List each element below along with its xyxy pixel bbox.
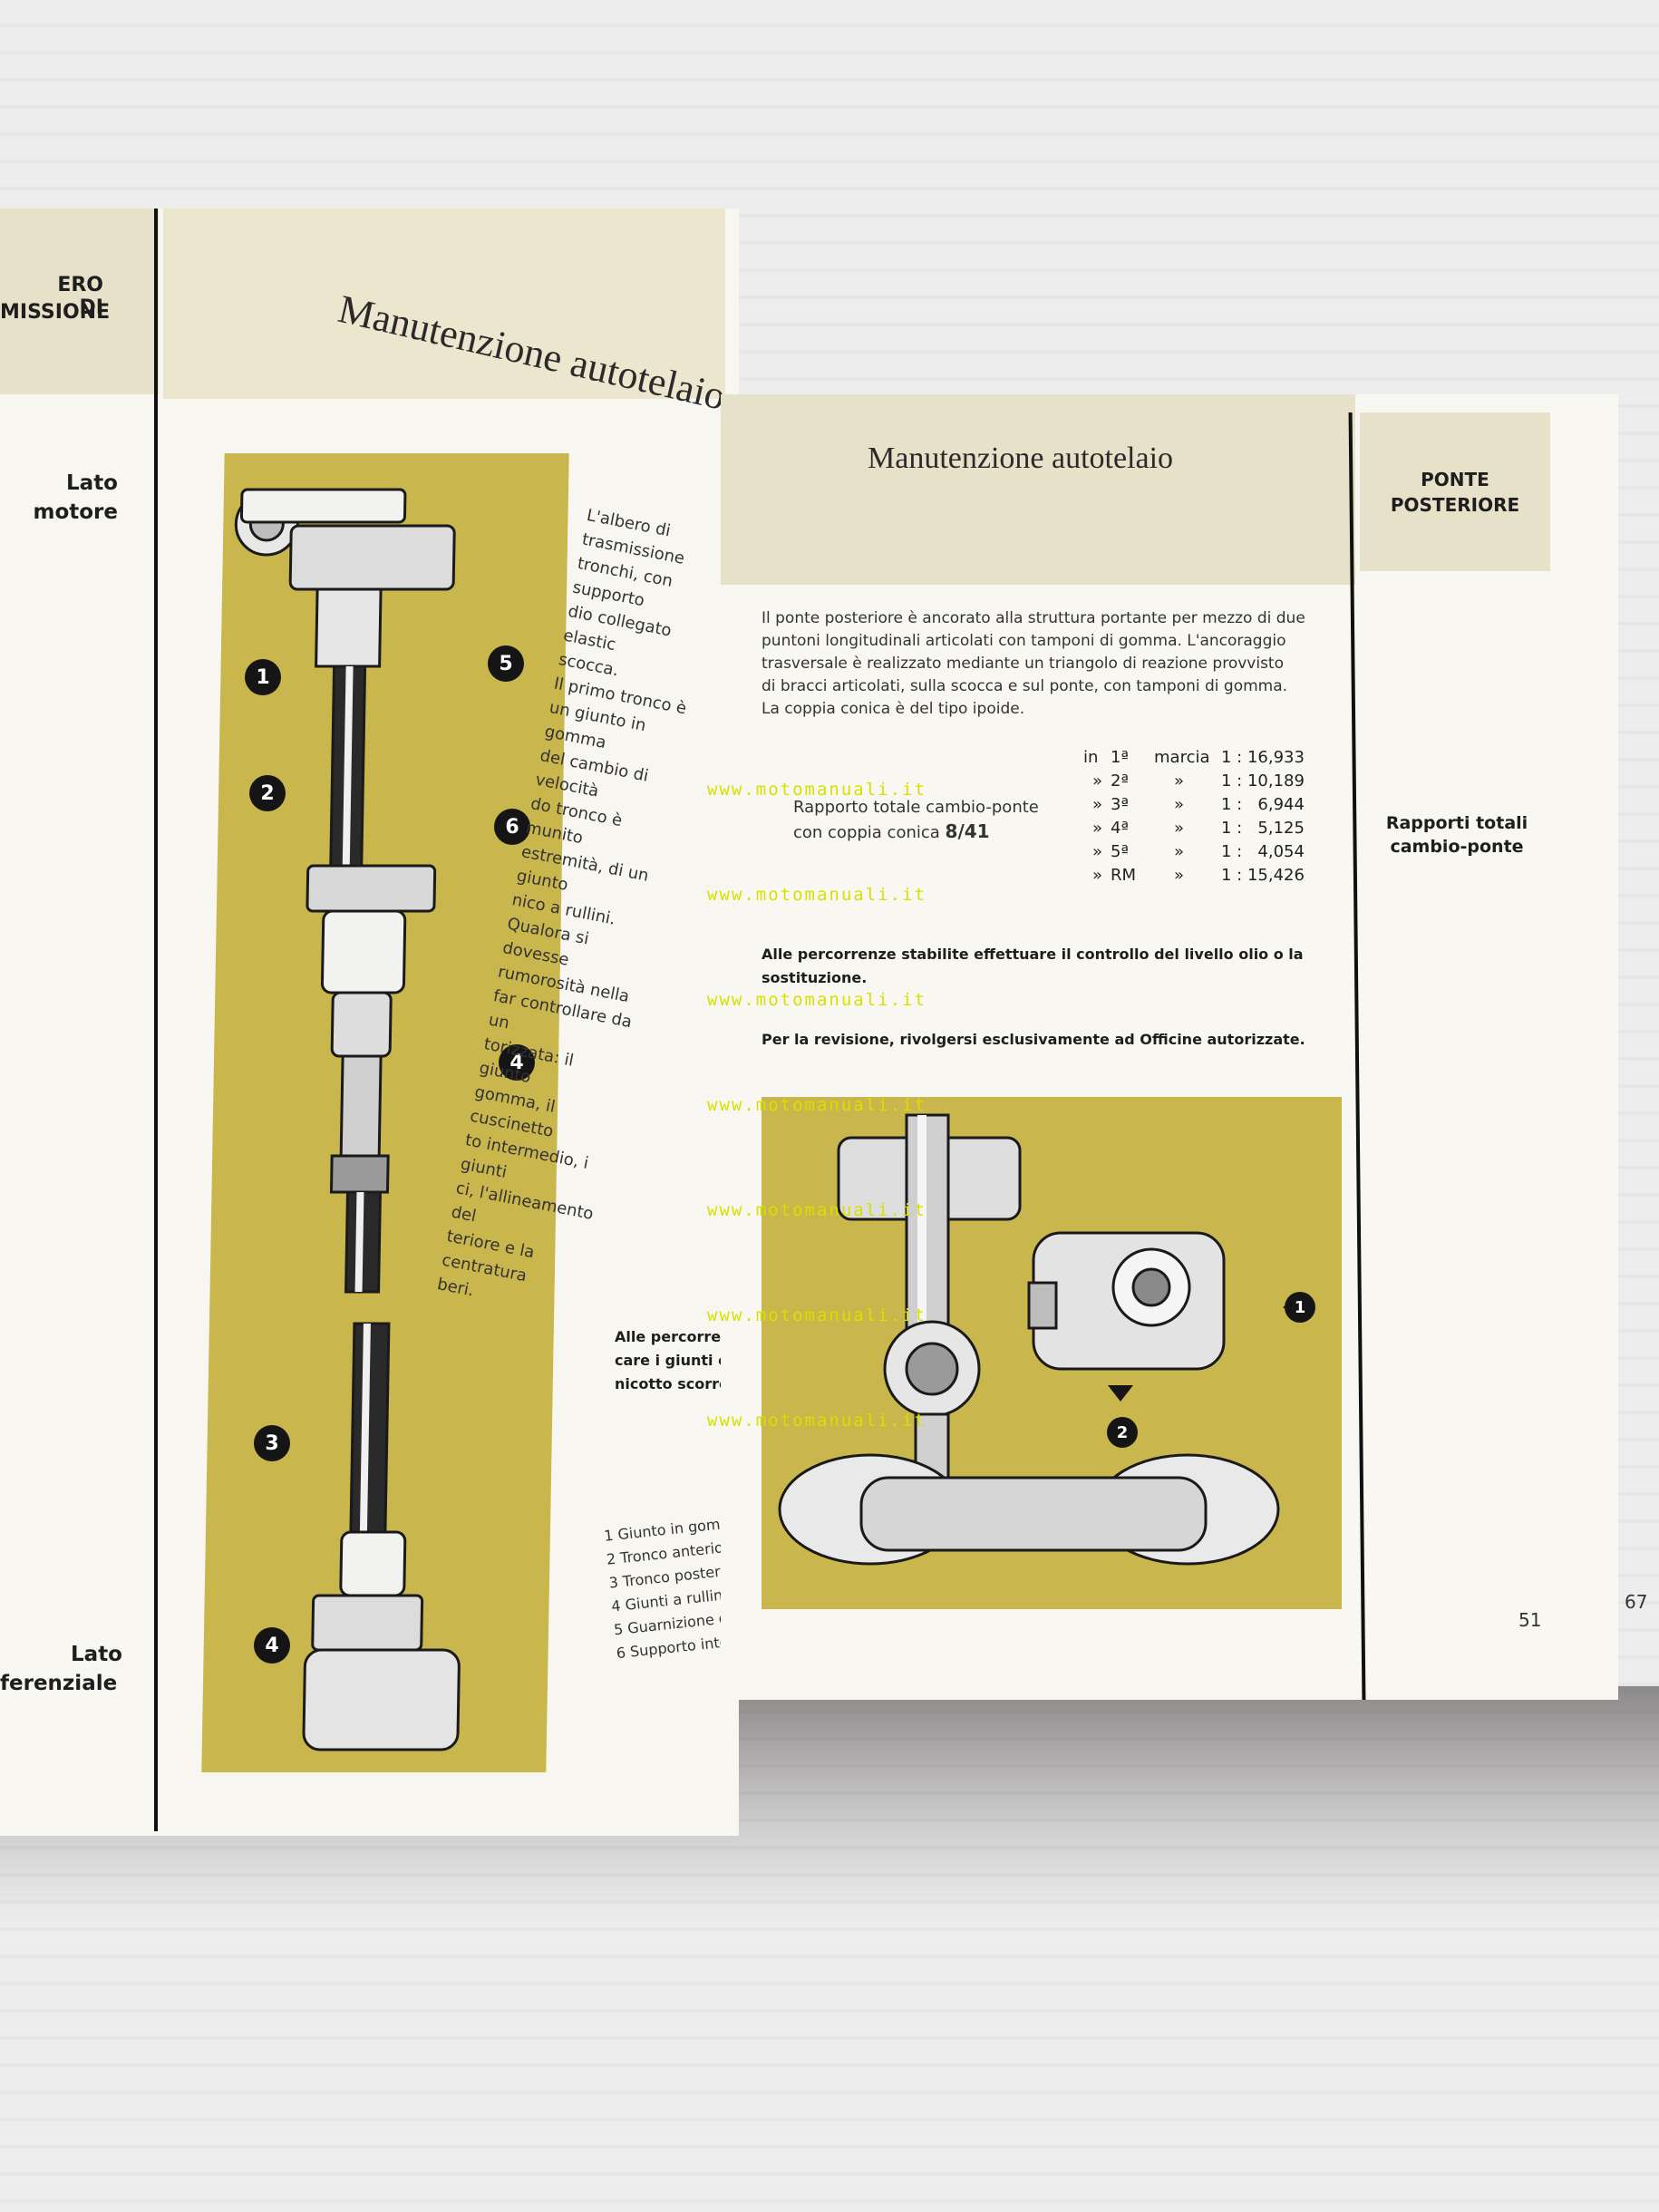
gear-ratio-row: » RM » 1 : 15,426 [1083, 866, 1355, 889]
right-page-title: Manutenzione autotelaio [868, 441, 1174, 475]
ratio-label-2: con coppia conica 8/41 [793, 820, 990, 842]
oil-note-line1: Alle percorrenze stabilite effettuare il… [762, 946, 1304, 963]
right-tab-line1: PONTE [1421, 469, 1489, 490]
side-label-top-1: Lato [66, 471, 118, 495]
callout-1: 1 [245, 659, 281, 695]
left-divider [154, 209, 158, 1831]
right-page: Manutenzione autotelaio PONTE POSTERIORE… [721, 394, 1618, 1700]
driveshaft-illustration [201, 453, 569, 1772]
gear-name: 3ª [1111, 795, 1129, 814]
rapporti-label-1: Rapporti totali [1385, 813, 1528, 833]
side-label-bottom-2: ferenziale [0, 1672, 118, 1695]
gear-ratio: 1 : 16,933 [1221, 748, 1305, 767]
gear-ratio-row: » 2ª » 1 : 10,189 [1083, 771, 1355, 795]
left-tab-line2: MISSIONE [0, 301, 111, 324]
axle-callout-1: 1 [1285, 1292, 1315, 1323]
gear-name: 5ª [1111, 842, 1129, 861]
gear-ratio-row: in 1ª marcia 1 : 16,933 [1083, 748, 1355, 771]
gear-word: » [1174, 795, 1185, 814]
rapporti-label-2: cambio-ponte [1390, 837, 1524, 857]
callout-4b: 4 [254, 1627, 290, 1664]
watermark: www.motomanuali.it [707, 1411, 927, 1431]
callout-2: 2 [249, 775, 286, 811]
page-number: 51 [1518, 1609, 1542, 1631]
gear-name: 1ª [1111, 748, 1129, 767]
gear-ratio: 1 : 15,426 [1221, 866, 1305, 885]
driveshaft-drawing [234, 488, 461, 1751]
callout-3: 3 [254, 1425, 290, 1461]
gear-prefix: » [1092, 842, 1103, 861]
side-label-top-2: motore [33, 500, 118, 524]
gear-prefix: » [1092, 866, 1103, 885]
watermark: www.motomanuali.it [707, 1305, 927, 1325]
gear-word: marcia [1154, 748, 1210, 767]
gear-word: » [1174, 771, 1185, 791]
gear-ratio: 1 : 4,054 [1221, 842, 1305, 861]
ratio-label-text: con coppia conica [793, 823, 940, 842]
gear-prefix: » [1092, 795, 1103, 814]
gear-name: RM [1111, 866, 1137, 885]
right-intro-text: Il ponte posteriore è ancorato alla stru… [762, 607, 1342, 721]
right-tab-line2: POSTERIORE [1390, 494, 1520, 516]
left-page: ERO DI MISSIONE Lato motore Lato ferenzi… [0, 209, 752, 1836]
gear-word: » [1174, 819, 1185, 838]
left-note-line: care i giunti cardanici [615, 1352, 742, 1369]
left-tab-band [0, 209, 159, 394]
gear-prefix: in [1083, 748, 1099, 767]
gear-ratio: 1 : 5,125 [1221, 819, 1305, 838]
watermark: www.motomanuali.it [707, 1200, 927, 1220]
right-header-band [721, 394, 1355, 585]
watermark: www.motomanuali.it [707, 780, 927, 800]
revision-note: Per la revisione, rivolgersi esclusivame… [762, 1031, 1305, 1048]
gear-prefix: » [1092, 771, 1103, 791]
right-intro-line: puntoni longitudinali articolati con tam… [762, 632, 1286, 650]
right-intro-line: La coppia conica è del tipo ipoide. [762, 700, 1025, 718]
gear-name: 2ª [1111, 771, 1129, 791]
side-label-bottom-1: Lato [71, 1643, 122, 1666]
watermark: www.motomanuali.it [707, 885, 927, 905]
gear-ratio-table: in 1ª marcia 1 : 16,933 » 2ª » 1 : 10,18… [1083, 748, 1355, 889]
ratio-label-1: Rapporto totale cambio-ponte [793, 798, 1039, 817]
callout-6: 6 [494, 809, 530, 845]
right-intro-line: trasversale è realizzato mediante un tri… [762, 655, 1284, 673]
axle-callout-2: 2 [1107, 1417, 1138, 1448]
right-intro-line: Il ponte posteriore è ancorato alla stru… [762, 609, 1305, 627]
rear-axle-drawing [778, 1113, 1301, 1566]
callout-4: 4 [499, 1044, 535, 1081]
gear-prefix: » [1092, 819, 1103, 838]
watermark: www.motomanuali.it [707, 1095, 927, 1115]
right-intro-line: di bracci articolati, sulla scocca e sul… [762, 677, 1288, 695]
left-note: Alle percorrenze stabilite care i giunti… [615, 1325, 742, 1396]
ratio-label-value: 8/41 [945, 820, 990, 842]
left-note-line: Alle percorrenze stabilite [615, 1328, 742, 1345]
gear-word: » [1174, 842, 1185, 861]
gear-word: » [1174, 866, 1185, 885]
left-tab-line1: ERO DI [57, 274, 103, 319]
gear-ratio-row: » 3ª » 1 : 6,944 [1083, 795, 1355, 819]
gear-name: 4ª [1111, 819, 1129, 838]
gear-ratio-row: » 5ª » 1 : 4,054 [1083, 842, 1355, 866]
callout-5: 5 [488, 645, 524, 682]
watermark: www.motomanuali.it [707, 990, 927, 1010]
oil-note-line2: sostituzione. [762, 969, 868, 986]
gear-ratio: 1 : 10,189 [1221, 771, 1305, 791]
gear-ratio-row: » 4ª » 1 : 5,125 [1083, 819, 1355, 842]
left-header-band [163, 209, 725, 399]
right-divider [1348, 412, 1366, 1700]
gear-ratio: 1 : 6,944 [1221, 795, 1305, 814]
left-note-line: nicotto scorrevole. [615, 1375, 742, 1392]
rear-axle-illustration [762, 1097, 1342, 1609]
page-number-alt: 67 [1625, 1591, 1648, 1613]
right-tab-band [1360, 412, 1550, 571]
